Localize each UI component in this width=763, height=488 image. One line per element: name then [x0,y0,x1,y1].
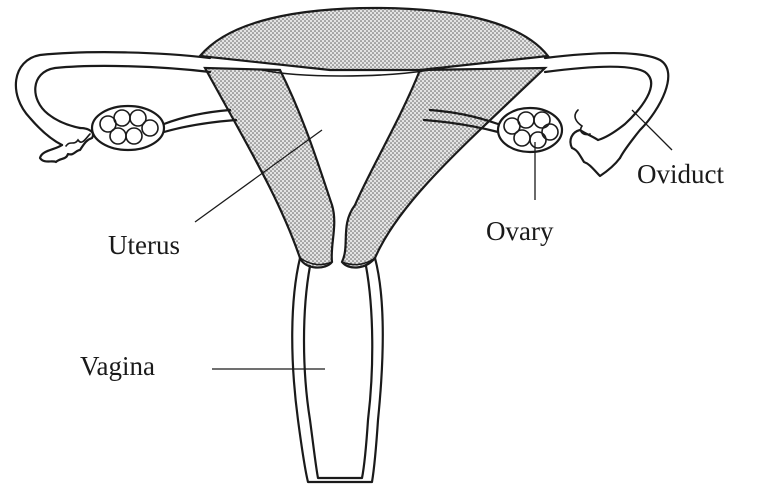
ovary-left [92,106,164,150]
uterus-fundus [200,8,548,70]
label-vagina: Vagina [80,351,155,381]
label-uterus: Uterus [108,230,180,260]
ovarian-ligament-left-2 [164,120,236,132]
ovary-right [498,108,562,152]
label-oviduct: Oviduct [637,159,724,189]
label-ovary: Ovary [486,216,554,246]
vagina-inner [304,266,372,478]
fimbriae-right [570,130,620,176]
